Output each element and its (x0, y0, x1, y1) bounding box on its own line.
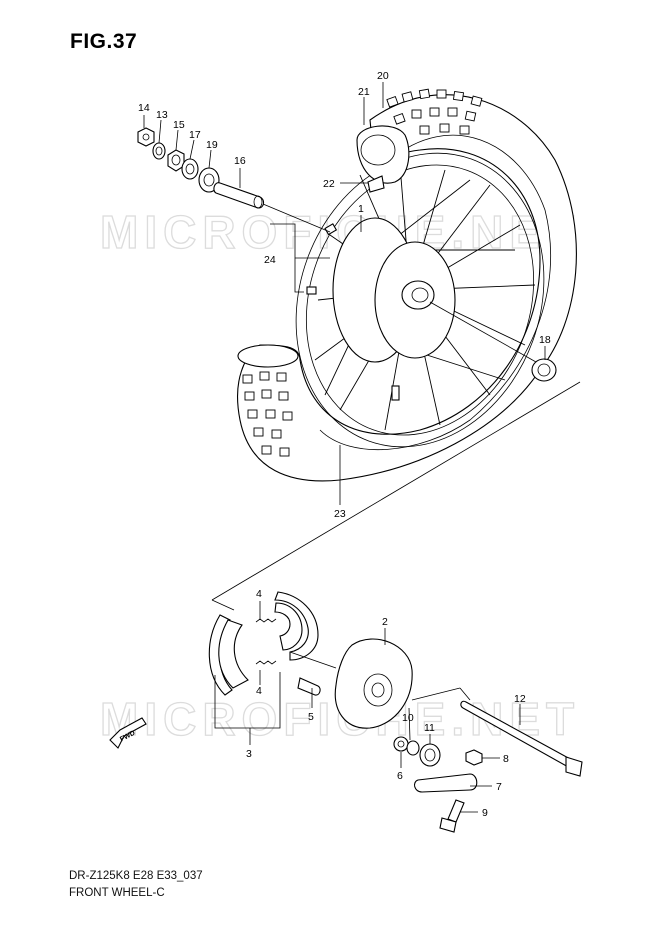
callout-16: 16 (234, 155, 246, 167)
brake-panel-hub (363, 673, 393, 707)
callout-8: 8 (503, 753, 509, 765)
callout-1: 1 (358, 203, 364, 215)
callout-9: 9 (482, 807, 488, 819)
callout-17: 17 (189, 129, 201, 141)
spoke-nipples (306, 223, 338, 295)
brake-panel-plate (334, 638, 413, 729)
brake-shoe-left-lining (218, 619, 249, 689)
rim-inner (305, 164, 535, 436)
bearing-right (531, 358, 557, 382)
washer (152, 142, 166, 160)
brake-shoe-right (274, 591, 319, 661)
hub-center (401, 280, 435, 310)
figure-footer: DR-Z125K8 E28 E33_037 FRONT WHEEL-C (69, 868, 203, 902)
callout-18: 18 (539, 334, 551, 346)
callout-11: 11 (424, 722, 435, 734)
brake-shoe-right-lining (274, 602, 303, 651)
model-code: DR-Z125K8 E28 E33_037 (69, 870, 203, 882)
callout-4-lower: 4 (256, 685, 262, 697)
axle-head (565, 756, 583, 777)
tire-valve (391, 385, 400, 401)
rim-outer (295, 152, 545, 448)
tread-blocks-top (386, 88, 483, 135)
bolt-9-head (439, 817, 457, 833)
callout-5: 5 (308, 711, 314, 723)
callout-13: 13 (156, 109, 168, 121)
callout-12: 12 (514, 693, 526, 705)
seal-10 (406, 740, 420, 756)
callout-7: 7 (496, 781, 502, 793)
callout-21: 21 (358, 86, 370, 98)
section-name: FRONT WHEEL-C (69, 887, 165, 899)
callout-6: 6 (397, 770, 403, 782)
axle-and-hardware (393, 700, 583, 833)
callout-2: 2 (382, 616, 388, 628)
figure-title: FIG.37 (70, 30, 138, 53)
reference-lines (143, 82, 581, 813)
nut-8 (465, 749, 483, 766)
callout-3: 3 (246, 748, 252, 760)
washer-6 (393, 736, 409, 752)
oil-seal (181, 158, 199, 180)
tire-section-bottom (237, 344, 299, 368)
tube-section-top-inner (360, 134, 396, 166)
callouts: 14 13 15 17 19 16 20 21 22 1 24 18 23 4 … (138, 70, 551, 819)
callout-24: 24 (264, 254, 276, 266)
axle-nut (137, 127, 155, 147)
brake-spring-lower (255, 660, 277, 665)
brake-cam-lever-7 (413, 773, 478, 793)
bolt-9 (447, 799, 465, 823)
callout-14: 14 (138, 102, 150, 114)
return-spring-11 (419, 743, 441, 767)
spacer-tube (213, 182, 265, 209)
brake-camshaft (297, 677, 321, 696)
callout-20: 20 (377, 70, 389, 82)
hub-bore (411, 287, 429, 303)
callout-23: 23 (334, 508, 346, 520)
left-axle-stack (137, 127, 265, 209)
callout-10: 10 (402, 712, 414, 724)
tread-blocks-bottom (242, 371, 293, 457)
callout-19: 19 (206, 139, 218, 151)
callout-4-upper: 4 (256, 588, 262, 600)
front-wheel-assembly (237, 88, 577, 482)
brake-spring-upper (255, 618, 277, 623)
callout-15: 15 (173, 119, 185, 131)
tire-bead-line (319, 134, 552, 451)
rim-band (367, 175, 385, 193)
callout-22: 22 (323, 178, 335, 190)
brake-panel (297, 638, 413, 729)
tube-section-top (356, 125, 410, 184)
